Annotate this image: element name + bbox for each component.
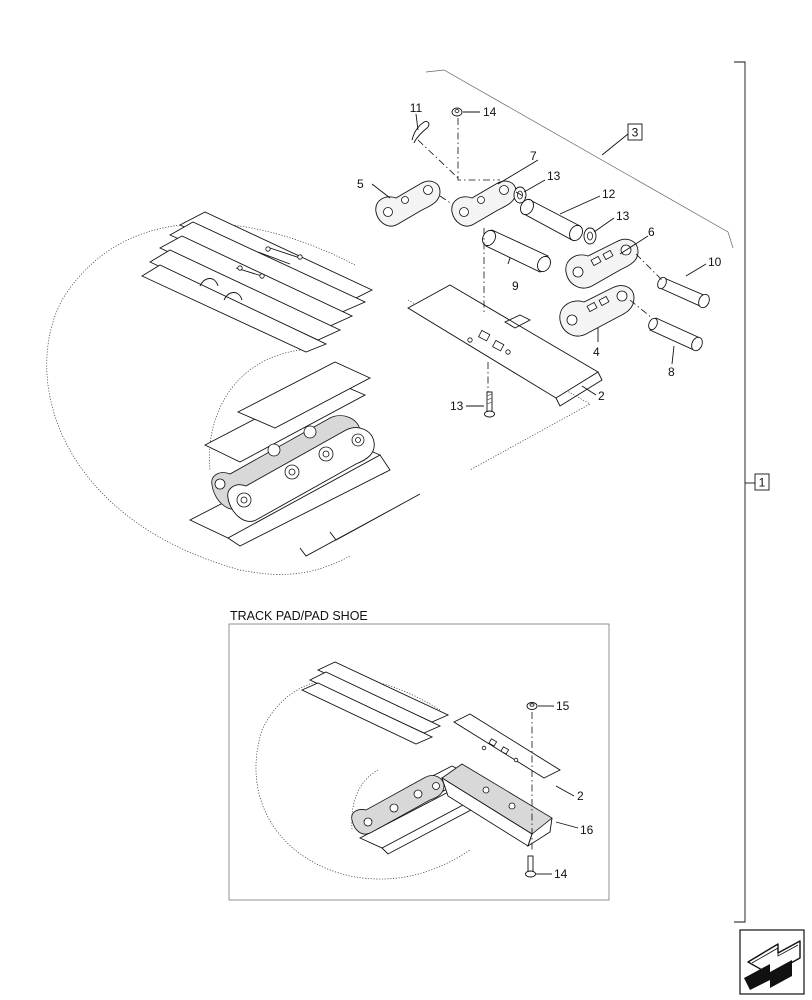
callout-14-label: 13 xyxy=(450,399,464,413)
callout-11-label: 11 xyxy=(410,101,423,115)
callout-15-label: 14 xyxy=(483,105,497,119)
callout-13-upper[interactable]: 13 xyxy=(547,169,561,183)
callout-6-label: 6 xyxy=(648,225,655,239)
callout-2-label: 2 xyxy=(598,389,605,403)
inset-callout-16-label: 16 xyxy=(580,823,594,837)
upper-track-shoes xyxy=(141,211,374,353)
callout-5-label: 5 xyxy=(357,177,364,191)
callout-5[interactable]: 5 xyxy=(357,177,364,191)
inset-callout-2-label: 2 xyxy=(577,789,584,803)
callout-7-label: 7 xyxy=(530,149,537,163)
track-chain xyxy=(211,415,375,522)
callout-4-label: 4 xyxy=(593,345,600,359)
inset-part-14-bolt xyxy=(525,855,536,878)
inset-callout-15-label: 15 xyxy=(556,699,570,713)
part-12-bushing xyxy=(520,198,583,242)
callout-8[interactable]: 8 xyxy=(668,365,675,379)
part-15-nut xyxy=(451,107,463,117)
nav-back-button[interactable] xyxy=(739,929,805,995)
callout-9[interactable]: 9 xyxy=(512,279,519,293)
callout-6[interactable]: 6 xyxy=(648,225,655,239)
callout-3[interactable]: 3 xyxy=(627,123,643,141)
inset-pad-part-16 xyxy=(441,763,553,848)
part-14-bolt xyxy=(484,391,495,418)
track-assembly-illustration xyxy=(46,211,603,575)
subassembly-bracket xyxy=(425,69,734,249)
part-13-washer-lower xyxy=(583,227,597,245)
part-5-link xyxy=(375,180,441,227)
callout-14[interactable]: 13 xyxy=(450,399,464,413)
inset-part-15-nut xyxy=(526,702,538,710)
callout-12-label: 12 xyxy=(602,187,616,201)
callout-12[interactable]: 12 xyxy=(602,187,616,201)
callout-11[interactable]: 11 xyxy=(410,101,423,115)
leader-lines xyxy=(371,111,707,407)
callout-10-label: 10 xyxy=(708,255,722,269)
inset-callout-15[interactable]: 15 xyxy=(556,699,570,713)
callout-2[interactable]: 2 xyxy=(598,389,605,403)
part-10-pin xyxy=(657,276,710,309)
inset-title: TRACK PAD/PAD SHOE xyxy=(230,609,368,623)
inset-callout-14-label: 14 xyxy=(554,867,568,881)
callout-13-lower-label: 13 xyxy=(616,209,630,223)
part-8-pin xyxy=(648,317,703,352)
callout-13-upper-label: 13 xyxy=(547,169,561,183)
callout-4[interactable]: 4 xyxy=(593,345,600,359)
inset-callout-2[interactable]: 2 xyxy=(577,789,584,803)
callout-3-label: 3 xyxy=(632,126,639,140)
part-4-link xyxy=(559,285,635,337)
part-6-link xyxy=(565,238,639,289)
assembly-centerlines xyxy=(417,118,663,392)
callout-9-label: 9 xyxy=(512,279,519,293)
part-7-link xyxy=(451,180,517,227)
callout-1[interactable]: 1 xyxy=(754,473,770,491)
part-9-bushing xyxy=(482,229,551,273)
inset-track-chain xyxy=(351,775,445,835)
arrow-left-icon xyxy=(744,940,801,990)
callout-15[interactable]: 14 xyxy=(483,105,497,119)
inset-track-pad: TRACK PAD/PAD SHOE xyxy=(228,609,610,901)
callout-7[interactable]: 7 xyxy=(530,149,537,163)
part-11-clip xyxy=(411,121,430,144)
part-13-washer-upper xyxy=(513,186,527,204)
inset-track-shoes xyxy=(300,661,487,855)
inset-shoe-part-2 xyxy=(453,713,561,779)
callout-1-label: 1 xyxy=(759,476,766,490)
track-shoe-part-2 xyxy=(407,284,603,407)
callout-10[interactable]: 10 xyxy=(708,255,722,269)
inset-callout-16[interactable]: 16 xyxy=(580,823,594,837)
callout-8-label: 8 xyxy=(668,365,675,379)
inset-callout-14[interactable]: 14 xyxy=(554,867,568,881)
assembly-bracket xyxy=(734,61,755,923)
callout-13-lower[interactable]: 13 xyxy=(616,209,630,223)
